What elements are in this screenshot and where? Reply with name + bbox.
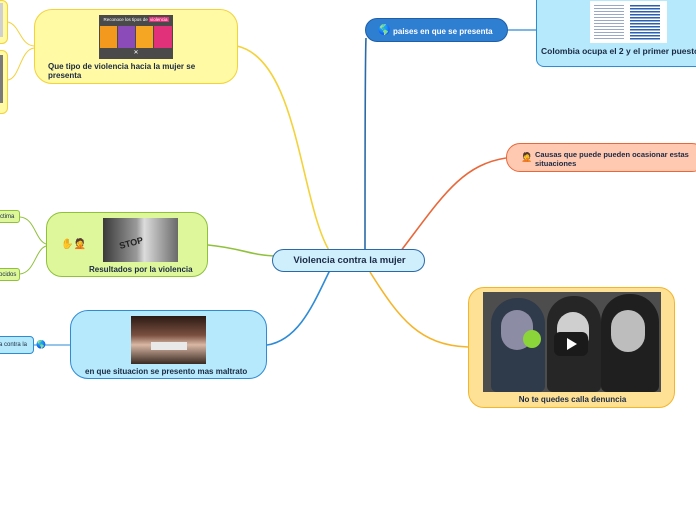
chip-conocidos-label: ocidos <box>0 272 17 278</box>
chip-contra[interactable]: a contra la <box>0 336 34 354</box>
chip-contra-label: a contra la <box>0 342 28 348</box>
left-yellow-node-mid[interactable] <box>0 50 8 114</box>
type-tile-purple <box>118 26 135 48</box>
node-paises[interactable]: 🌎 paises en que se presenta <box>365 18 508 42</box>
globe-icon: 🌎 <box>378 25 391 36</box>
chip-conocidos[interactable]: ocidos <box>0 268 20 281</box>
type-tile-amber <box>136 26 153 48</box>
node-situacion[interactable]: en que situacion se presento mas maltrat… <box>70 310 267 379</box>
resultados-label: Resultados por la violencia <box>89 265 193 274</box>
play-button[interactable] <box>554 332 588 356</box>
node-causas[interactable]: 🤦 Causas que puede pueden ocasionar esta… <box>506 143 696 172</box>
node-resultados[interactable]: ✋🤦 STOP Resultados por la violencia <box>46 212 208 277</box>
link-left-mid <box>7 47 35 81</box>
figure-right-face <box>611 310 645 352</box>
tipos-violencia-image: Reconoce los tipos de violencia ✕ <box>99 15 173 59</box>
type-tile-pink <box>154 26 172 48</box>
resultados-image: STOP <box>103 218 178 262</box>
link-situacion <box>266 269 331 346</box>
paises-label: paises en que se presenta <box>393 27 493 36</box>
node-paises-detail[interactable]: Colombia ocupa el 2 y el primer puesto <box>536 0 696 67</box>
central-node[interactable]: Violencia contra la mujer <box>272 249 425 272</box>
link-chip-victima <box>19 216 47 245</box>
close-icon: ✕ <box>133 50 139 56</box>
situacion-image <box>131 316 206 364</box>
central-label: Violencia contra la mujer <box>293 255 406 266</box>
chip-victima-label: ctima <box>0 214 15 220</box>
paises-detail-label: Colombia ocupa el 2 y el primer puesto <box>541 46 696 56</box>
tipos-image-title: Reconoce los tipos de <box>103 17 148 22</box>
link-video <box>369 271 469 348</box>
left-image-thumb-top <box>0 3 3 37</box>
hand-facepalm-icons: ✋🤦 <box>61 239 86 250</box>
countries-table-image <box>590 1 667 43</box>
taped-mouth <box>151 342 187 350</box>
globe-icon-small: 🌎 <box>36 340 46 349</box>
play-icon <box>567 338 577 350</box>
causas-label: Causas que puede pueden ocasionar estas … <box>535 150 689 168</box>
chip-victima[interactable]: ctima <box>0 210 20 223</box>
tipos-image-title-em: violencia <box>149 17 169 22</box>
link-paises <box>364 37 367 253</box>
left-yellow-node-top[interactable] <box>0 0 8 44</box>
type-tile-orange <box>100 26 117 48</box>
left-image-thumb-mid <box>0 55 3 103</box>
green-accent <box>523 330 541 348</box>
node-video[interactable]: No te quedes calla denuncia <box>468 287 675 408</box>
stop-hand-text: STOP <box>118 235 145 251</box>
link-resultados <box>207 244 275 257</box>
link-left-top <box>7 21 35 47</box>
tipos-violencia-label: Que tipo de violencia hacia la mujer se … <box>48 62 196 80</box>
facepalm-icon: 🤦 <box>521 153 533 163</box>
link-causas <box>399 157 507 253</box>
video-thumbnail[interactable] <box>483 292 661 392</box>
link-chip-conocidos <box>19 245 47 275</box>
node-tipos-violencia[interactable]: Reconoce los tipos de violencia ✕ Que ti… <box>34 9 238 84</box>
link-tipos <box>236 45 333 256</box>
video-label: No te quedes calla denuncia <box>518 395 627 404</box>
situacion-label: en que situacion se presento mas maltrat… <box>85 367 248 376</box>
